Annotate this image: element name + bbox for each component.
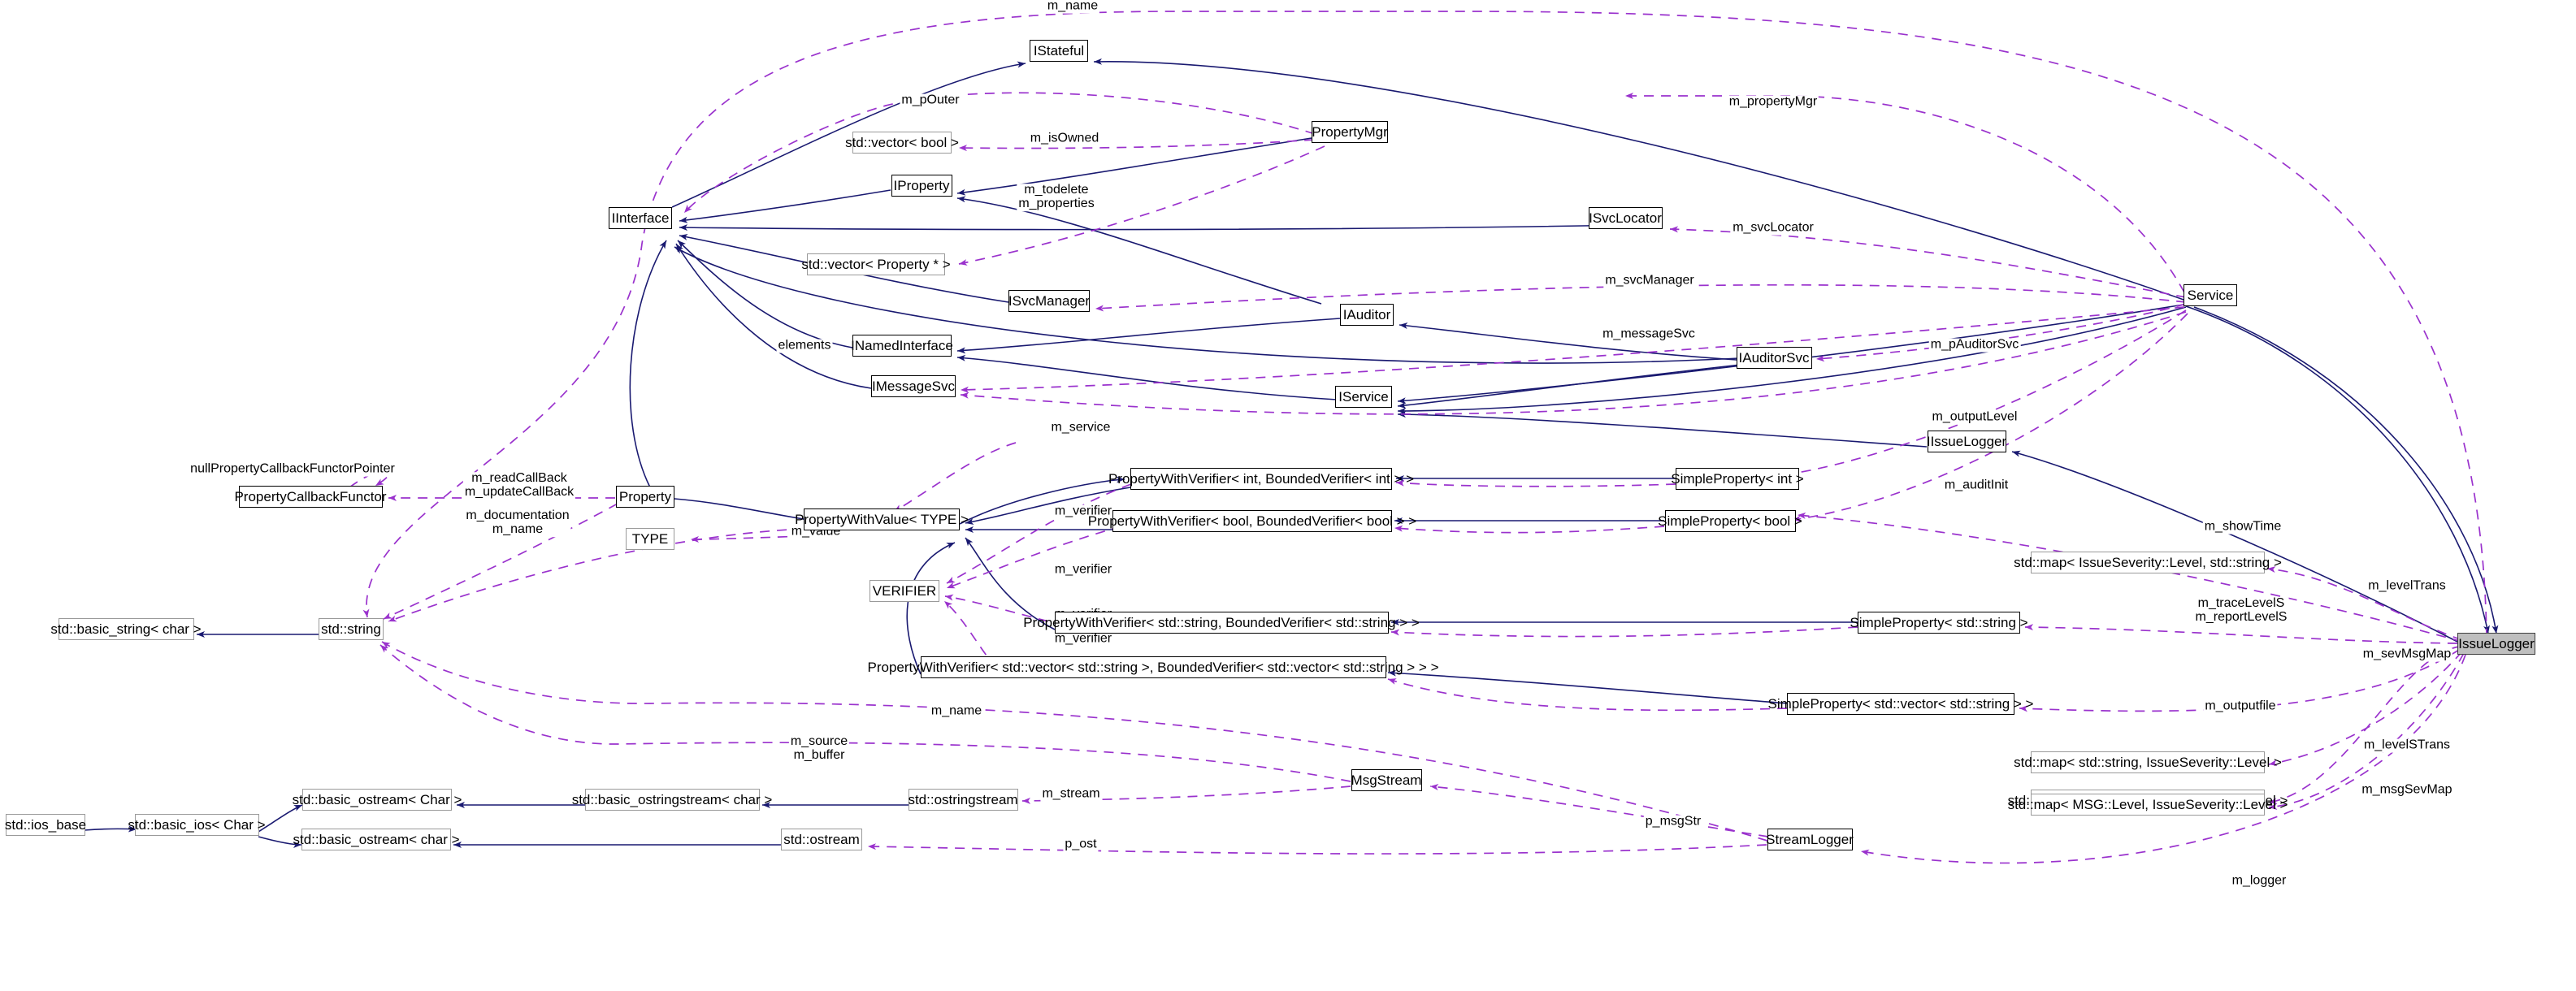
edge-label-m-pouter: m_pOuter (900, 93, 961, 108)
class-node-propertycallbackfunctor[interactable]: PropertyCallbackFunctor (234, 486, 387, 508)
edge-label-m-verifier-4: m_verifier (1052, 631, 1114, 647)
edge-label-m-service: m_service (1049, 420, 1112, 435)
class-node-istateful[interactable]: IStateful (1030, 40, 1088, 62)
class-node-simpleproperty-string[interactable]: SimpleProperty< std::string > (1850, 612, 2028, 634)
edge-label-elements: elements (776, 338, 833, 353)
class-node-simpleproperty-vecstring[interactable]: SimpleProperty< std::vector< std::string… (1768, 693, 2033, 715)
edge-label-m-levelstrans: m_levelSTrans (2361, 738, 2452, 753)
class-node-ostringstream[interactable]: std::ostringstream (908, 789, 1018, 811)
class-node-basic-ostringstream[interactable]: std::basic_ostringstream< char > (572, 789, 772, 811)
class-node-simpleproperty-int[interactable]: SimpleProperty< int > (1671, 468, 1804, 490)
edge-label-m-verifier-2: m_verifier (1052, 562, 1114, 578)
class-node-pwverifier-int[interactable]: PropertyWithVerifier< int, BoundedVerifi… (1108, 468, 1414, 490)
edge-label-m-outputlevel: m_outputLevel (1930, 409, 2019, 425)
class-node-iauditor[interactable]: IAuditor (1340, 304, 1394, 326)
class-node-iservice[interactable]: IService (1335, 386, 1392, 408)
edge-label-m-isowned: m_isOwned (1028, 131, 1101, 146)
edge-label-m-messagesvc: m_messageSvc (1601, 327, 1697, 342)
class-node-basic-ostream-char[interactable]: std::basic_ostream< char > (293, 829, 460, 850)
class-node-std-string[interactable]: std::string (319, 618, 384, 640)
edge-label-m-auditinit: m_auditInit (1942, 478, 2010, 493)
edge-label-m-msgsevmap: m_msgSevMap (2360, 782, 2454, 798)
class-node-pwverifier-string[interactable]: PropertyWithVerifier< std::string, Bound… (1023, 612, 1420, 634)
class-node-property[interactable]: Property (616, 486, 674, 508)
class-node-msgstream[interactable]: MsgStream (1351, 769, 1422, 791)
class-node-isvclocator[interactable]: ISvcLocator (1588, 207, 1663, 229)
class-node-service[interactable]: Service (2184, 284, 2237, 306)
edge-label-m-svclocator: m_svcLocator (1731, 220, 1815, 236)
edge-label-m-name-mid: m_name (929, 703, 984, 719)
class-node-ostream[interactable]: std::ostream (781, 829, 862, 850)
edge-label-m-sevmsgmap: m_sevMsgMap (2361, 647, 2453, 662)
class-node-simpleproperty-bool[interactable]: SimpleProperty< bool > (1658, 510, 1802, 532)
class-node-vector-property-ptr[interactable]: std::vector< Property * > (801, 253, 951, 275)
edge-label-m-logger: m_logger (2230, 873, 2288, 889)
class-node-type[interactable]: TYPE (626, 528, 674, 550)
usage-edges (349, 11, 2487, 864)
edge-label-p-msgstr: p_msgStr (1643, 814, 1703, 829)
edge-label-p-ost: p_ost (1063, 837, 1099, 852)
class-node-basic-ostream-char[interactable]: std::basic_ostream< Char > (293, 789, 462, 811)
class-node-basic-string-char[interactable]: std::basic_string< char > (50, 618, 202, 640)
edge-label-m-propertymgr: m_propertyMgr (1727, 94, 1819, 110)
class-node-issuelogger[interactable]: IssueLogger (2457, 633, 2535, 655)
class-node-map-sev-string[interactable]: std::map< IssueSeverity::Level, std::str… (2014, 552, 2282, 573)
class-node-isvcmanager[interactable]: ISvcManager (1008, 290, 1090, 312)
edge-label-m-pauditorsvc: m_pAuditorSvc (1928, 337, 2021, 353)
edge-label-m-showtime: m_showTime (2202, 519, 2283, 534)
class-node-iinterface[interactable]: IInterface (609, 207, 672, 229)
edge-label-m-leveltrans: m_levelTrans (2366, 578, 2448, 594)
class-node-propertywithvalue[interactable]: PropertyWithValue< TYPE > (795, 508, 969, 530)
class-node-propertymgr[interactable]: PropertyMgr (1312, 121, 1388, 143)
class-node-pwverifier-vecstring[interactable]: PropertyWithVerifier< std::vector< std::… (868, 656, 1439, 678)
edge-label-m-svcmanager: m_svcManager (1603, 273, 1696, 288)
class-node-basic-ios-char[interactable]: std::basic_ios< Char > (128, 814, 266, 836)
class-node-iproperty[interactable]: IProperty (891, 175, 952, 197)
class-node-pwverifier-bool[interactable]: PropertyWithVerifier< bool, BoundedVerif… (1088, 510, 1416, 532)
class-node-streamlogger[interactable]: StreamLogger (1766, 829, 1854, 850)
class-node-map-msg-sev[interactable]: std::map< MSG::Level, IssueSeverity::Lev… (2008, 794, 2288, 816)
inheritance-edges (84, 58, 2499, 848)
edge-label-m-name-top: m_name (1045, 0, 1100, 14)
class-node-imessagesvc[interactable]: IMessageSvc (871, 375, 956, 397)
class-node-inamedinterface[interactable]: INamedInterface (851, 335, 953, 357)
class-node-ios-base[interactable]: std::ios_base (5, 814, 86, 836)
class-node-iissuelogger[interactable]: IIssueLogger (1927, 431, 2006, 452)
edge-label-m-stream: m_stream (1040, 786, 1102, 802)
edge-label-nullpropertycallback: nullPropertyCallbackFunctorPointer (189, 461, 397, 477)
edge-label-m-outputfile: m_outputfile (2203, 699, 2278, 714)
class-node-vector-bool[interactable]: std::vector< bool > (845, 132, 959, 154)
class-node-map-string-sev[interactable]: std::map< std::string, IssueSeverity::Le… (2014, 751, 2282, 773)
class-node-iauditorsvc[interactable]: IAuditorSvc (1736, 347, 1812, 369)
class-node-verifier[interactable]: VERIFIER (870, 580, 939, 602)
